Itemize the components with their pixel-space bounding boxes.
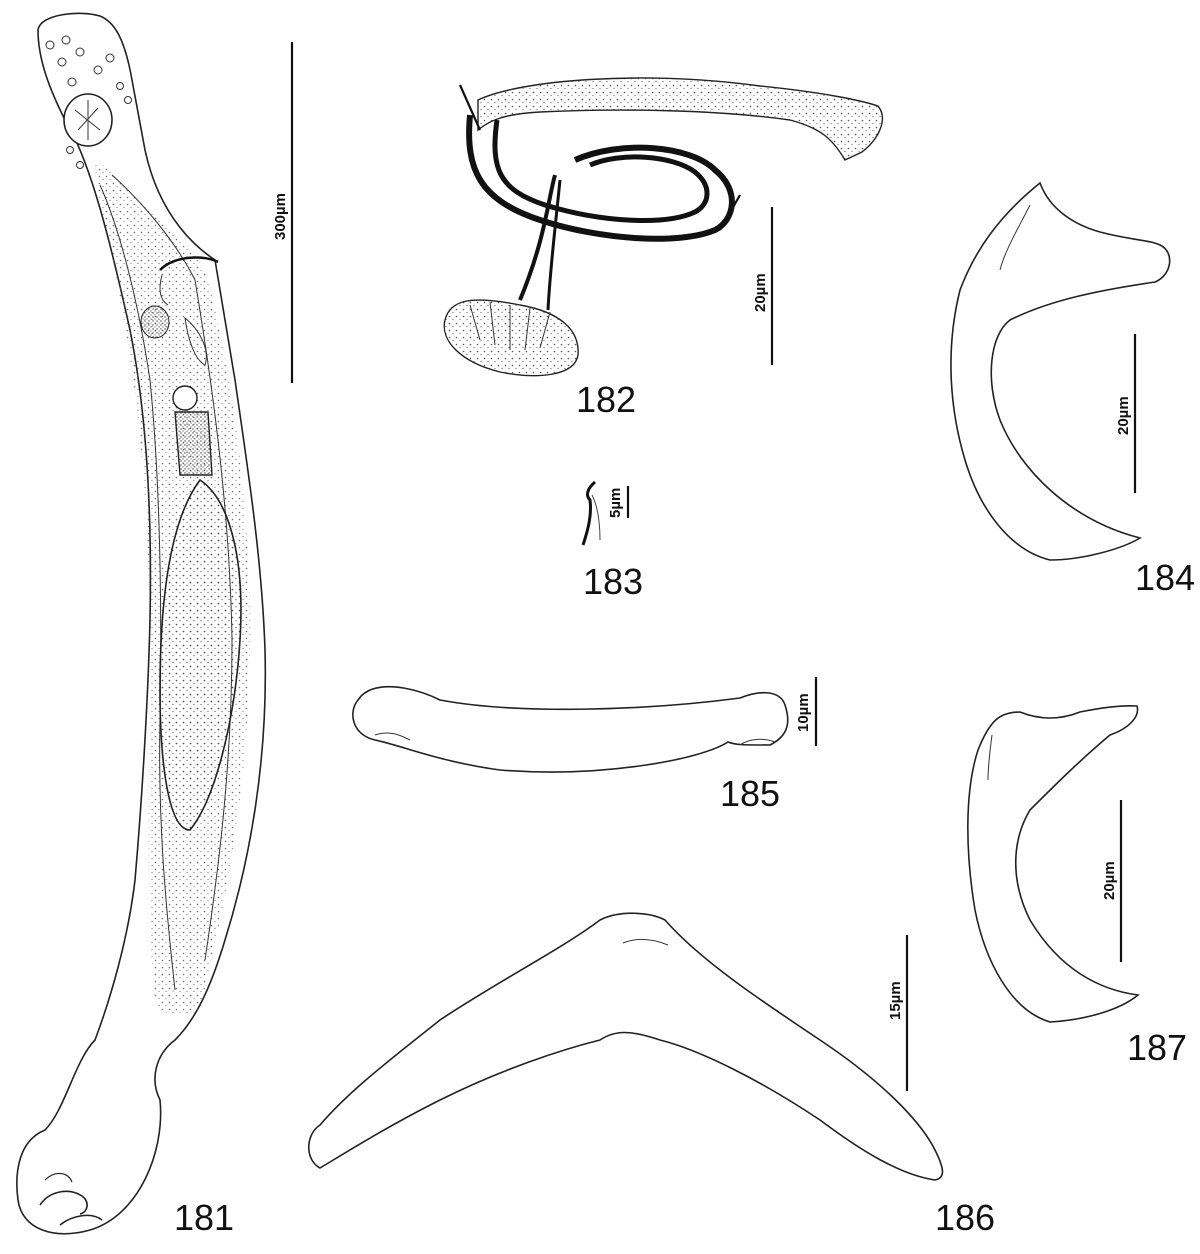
figure-187-scale-bar: 20µm bbox=[1101, 800, 1123, 962]
figure-183-scale-bar: 5µm bbox=[607, 486, 630, 518]
figure-184-anchor-drawing bbox=[950, 181, 1171, 561]
figure-182-number: 182 bbox=[576, 379, 636, 420]
figure-181-scale-label: 300µm bbox=[272, 193, 289, 240]
figure-185-number: 185 bbox=[720, 773, 780, 814]
figure-186-number: 186 bbox=[935, 1197, 995, 1238]
figure-186-ventral-bar-drawing bbox=[307, 912, 944, 1181]
figure-187-number: 187 bbox=[1127, 1027, 1187, 1068]
figure-186-scale-bar: 15µm bbox=[887, 935, 909, 1091]
figure-181-scale-bar: 300µm bbox=[272, 42, 294, 383]
figure-182-scale-bar: 20µm bbox=[752, 207, 774, 365]
figure-185-scale-label: 10µm bbox=[795, 693, 812, 732]
figure-181-whole-body-drawing bbox=[16, 12, 267, 1235]
figure-185-scale-bar: 10µm bbox=[795, 677, 818, 746]
figure-186-scale-label: 15µm bbox=[887, 981, 904, 1020]
figure-184-scale-bar: 20µm bbox=[1115, 334, 1137, 493]
figure-187-scale-label: 20µm bbox=[1101, 861, 1118, 900]
figure-184-scale-label: 20µm bbox=[1115, 396, 1132, 435]
figure-183-hooklet-drawing bbox=[581, 480, 601, 546]
figure-184-number: 184 bbox=[1135, 557, 1195, 598]
figure-183-number: 183 bbox=[583, 561, 643, 602]
figure-182-scale-label: 20µm bbox=[752, 273, 769, 312]
figure-182-copulatory-organ-drawing bbox=[443, 77, 883, 377]
figure-185-transverse-bar-drawing bbox=[352, 686, 789, 773]
figure-181-number: 181 bbox=[174, 1197, 234, 1238]
figure-183-scale-label: 5µm bbox=[607, 488, 624, 518]
figure-187-anchor-drawing bbox=[967, 705, 1140, 1023]
